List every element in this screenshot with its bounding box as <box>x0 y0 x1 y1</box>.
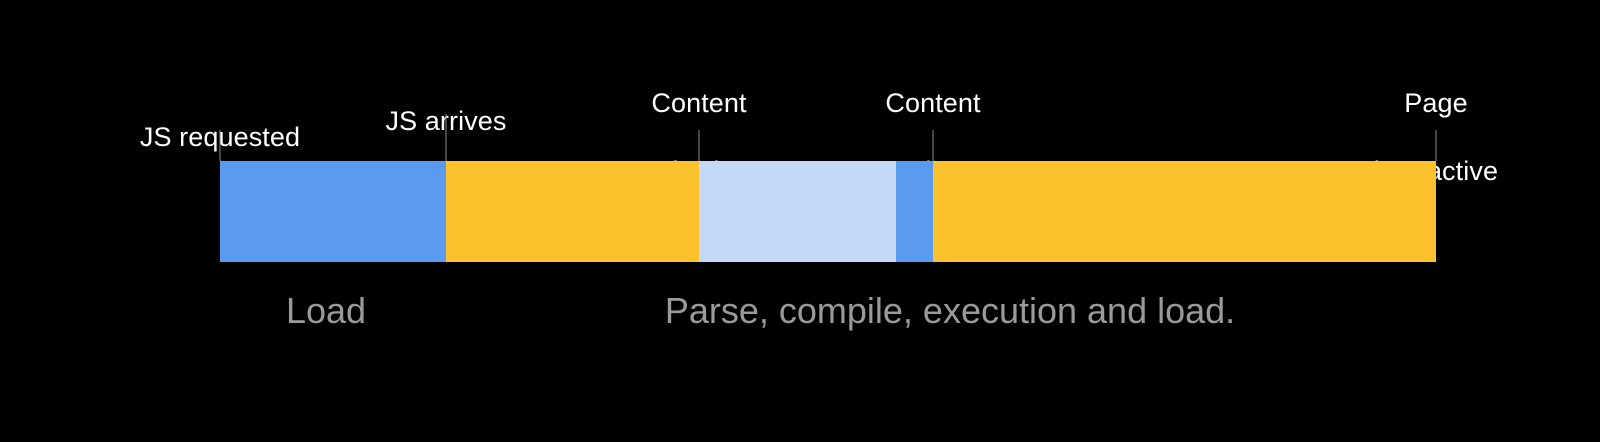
segment-content-execution <box>933 161 1436 262</box>
segment-js-parse-compile <box>446 161 699 262</box>
marker-text-js-requested: JS requested <box>139 122 301 152</box>
marker-tick-content-fetch <box>698 130 700 161</box>
segment-js-download <box>220 161 446 262</box>
marker-tick-page-interactive <box>1435 130 1437 161</box>
marker-tick-js-arrives <box>445 114 447 161</box>
phase-caption-parse-compile-execution: Parse, compile, execution and load. <box>664 290 1236 331</box>
phase-caption-load: Load <box>285 290 367 331</box>
marker-tick-content-arrives <box>932 130 934 161</box>
segment-content-fetch-wait <box>699 161 896 262</box>
marker-label-js-requested: JS requested <box>140 86 300 188</box>
marker-text-page-interactive-line1: Page <box>1404 88 1468 118</box>
segment-content-download <box>896 161 933 262</box>
marker-text-js-arrives: JS arrives <box>385 106 507 136</box>
marker-text-content-arrives-line1: Content <box>885 88 981 118</box>
marker-label-js-arrives: JS arrives <box>385 70 506 172</box>
marker-tick-js-requested <box>219 130 221 161</box>
timeline-bar <box>220 161 1436 262</box>
marker-text-content-fetch-line1: Content <box>651 88 747 118</box>
